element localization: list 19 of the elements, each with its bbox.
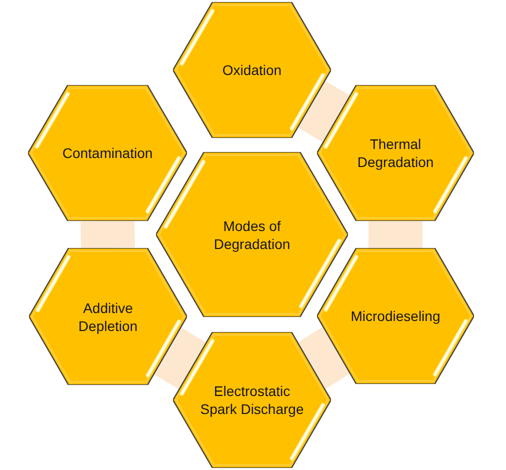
hexagon <box>156 152 348 317</box>
hexagon <box>28 85 187 221</box>
node-label: Additive Depletion <box>77 298 139 334</box>
connector-band <box>298 80 350 142</box>
connector-band <box>368 221 422 248</box>
node-label: Contamination <box>62 144 153 162</box>
connector-band <box>153 328 207 390</box>
node-label: Microdieseling <box>350 307 440 325</box>
node-label: Electrostatic Spark Discharge <box>199 382 305 418</box>
hexagon <box>317 248 474 384</box>
connector-band <box>80 220 135 248</box>
hexagon <box>173 332 331 468</box>
hexagon <box>29 248 187 385</box>
hexagon <box>317 85 474 221</box>
connector-band <box>296 327 352 389</box>
node-label: Oxidation <box>222 61 282 79</box>
node-label: Modes of Degradation <box>212 216 292 252</box>
hexagon <box>173 2 331 138</box>
node-label: Thermal Degradation <box>356 135 435 171</box>
